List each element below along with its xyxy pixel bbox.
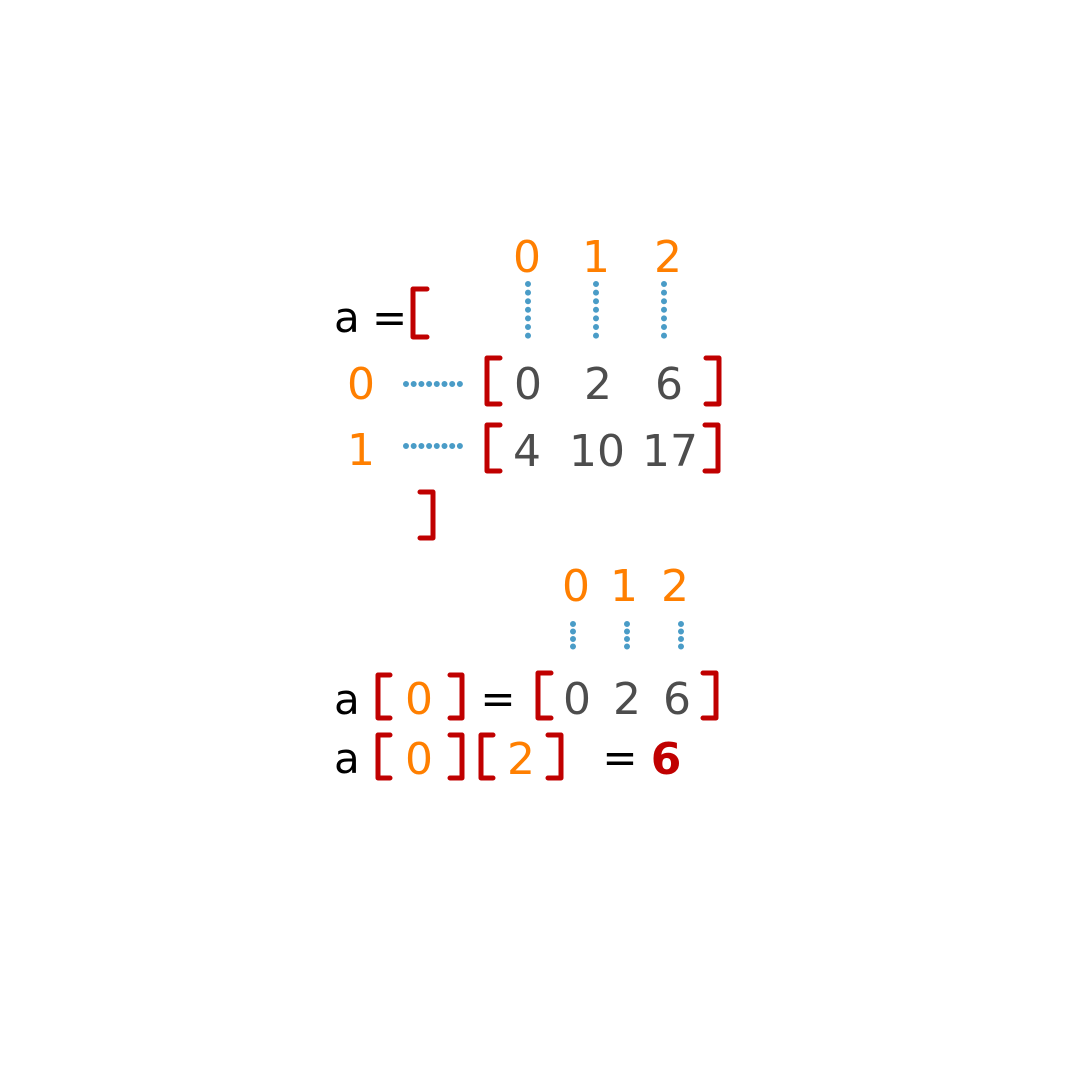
row-access-col-index-1: 1 xyxy=(610,561,638,612)
outer-open-bracket xyxy=(410,286,430,340)
element-access-row-open-bracket xyxy=(375,732,393,781)
element-access-row-index: 0 xyxy=(405,734,433,785)
outer-close-bracket xyxy=(417,489,436,541)
row-0-open-bracket xyxy=(484,355,503,407)
matrix-row-index-0: 0 xyxy=(347,359,375,410)
matrix-cell-0-1: 2 xyxy=(584,359,612,410)
matrix-col-index-1: 1 xyxy=(582,232,610,283)
row-access-value-1: 2 xyxy=(613,674,641,725)
matrix-cell-0-0: 0 xyxy=(514,359,542,410)
row-1-close-bracket xyxy=(702,422,721,474)
element-access-row-close-bracket xyxy=(447,732,465,781)
matrix-cell-1-2: 17 xyxy=(642,426,698,477)
matrix-col-index-2: 2 xyxy=(654,232,682,283)
row-access-col-index-0: 0 xyxy=(562,561,590,612)
row-1-open-bracket xyxy=(484,422,503,474)
matrix-cell-1-1: 10 xyxy=(569,426,625,477)
element-access-col-close-bracket xyxy=(545,732,564,781)
row-access-equals: = xyxy=(480,674,515,723)
element-access-equals: = xyxy=(602,733,637,782)
row-access-value-0: 0 xyxy=(563,674,591,725)
row-access-open-bracket xyxy=(535,670,554,721)
element-access: a 0 2 = 6 xyxy=(334,732,682,785)
row-access-index-close-bracket xyxy=(447,672,465,721)
row-access: 0 1 2 a 0 = 0 2 6 xyxy=(334,561,719,725)
matrix-col-index-0: 0 xyxy=(513,232,541,283)
matrix-definition: a = 0 1 2 0 0 2 6 1 4 10 17 xyxy=(334,232,722,541)
matrix-cell-0-2: 6 xyxy=(655,359,683,410)
row-access-value-2: 6 xyxy=(663,674,691,725)
element-access-col-index: 2 xyxy=(507,734,535,785)
row-access-col-index-2: 2 xyxy=(661,561,689,612)
matrix-variable: a xyxy=(334,293,360,342)
row-access-variable: a xyxy=(334,675,360,724)
element-access-result: 6 xyxy=(651,734,682,785)
row-access-index-open-bracket xyxy=(375,672,393,721)
row-access-index: 0 xyxy=(405,674,433,725)
matrix-equals: = xyxy=(372,293,407,342)
row-0-close-bracket xyxy=(703,355,722,407)
element-access-variable: a xyxy=(334,734,360,783)
matrix-cell-1-0: 4 xyxy=(513,426,541,477)
matrix-row-index-1: 1 xyxy=(347,425,375,476)
row-access-close-bracket xyxy=(700,670,719,721)
element-access-col-open-bracket xyxy=(478,732,496,781)
